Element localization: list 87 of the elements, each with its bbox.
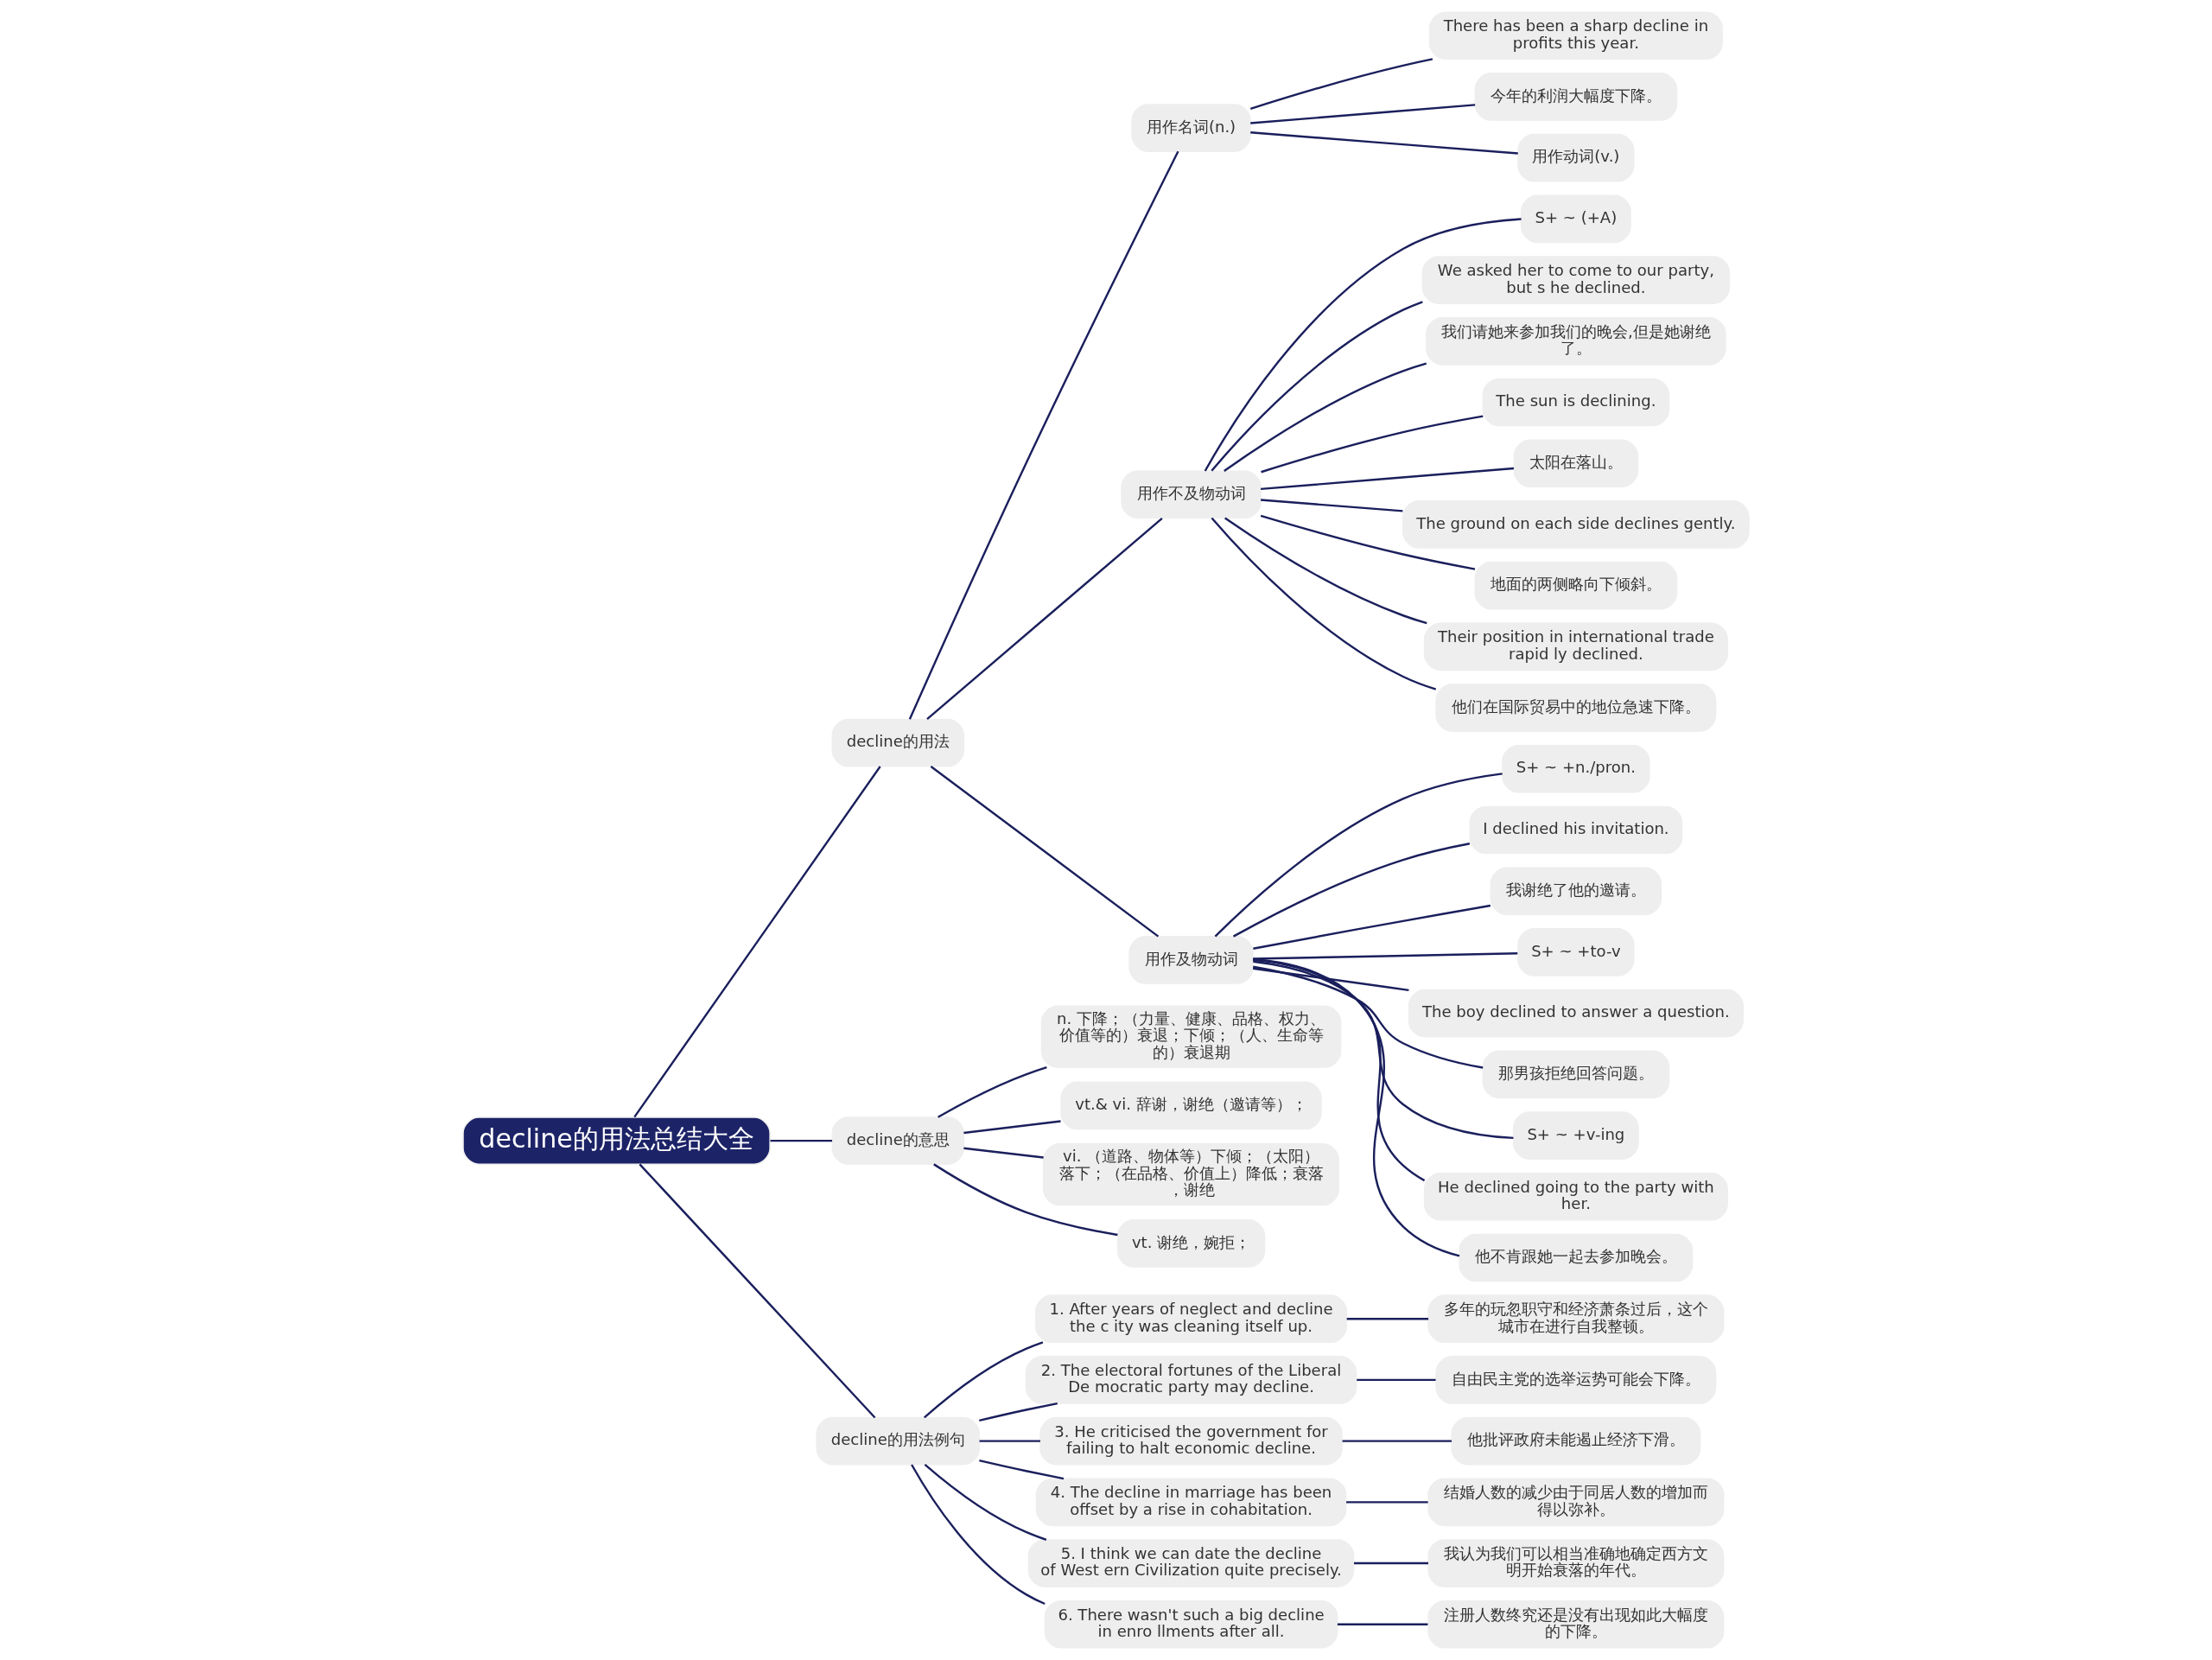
connector <box>908 150 1179 720</box>
connector <box>911 1464 1046 1606</box>
connector <box>1253 965 1484 1069</box>
node-box: We asked her to come to our party, but s he declined. <box>1421 256 1731 304</box>
node-box: vt.& vi. 辞谢，谢绝（邀请等）； <box>1060 1081 1322 1130</box>
connector <box>1204 218 1522 472</box>
node-box: 结婚人数的减少由于同居人数的增加而得以弥补。 <box>1427 1478 1725 1527</box>
node-box: 注册人数终究还是没有出现如此大幅度的下降。 <box>1427 1600 1725 1649</box>
node-box: 我认为我们可以相当准确地确定西方文明开始衰落的年代。 <box>1427 1539 1725 1587</box>
connector <box>1260 514 1476 570</box>
connector <box>1357 1378 1436 1382</box>
connector <box>1250 104 1476 124</box>
connector <box>1211 517 1437 690</box>
connector <box>1346 1318 1429 1320</box>
node-box: decline的用法总结大全 <box>462 1116 771 1165</box>
connector <box>1261 415 1484 474</box>
connector <box>1252 958 1426 1182</box>
node-box: 用作不及物动词 <box>1121 470 1262 519</box>
connector <box>963 1120 1061 1135</box>
connector <box>979 1402 1058 1422</box>
node-box: He declined going to the party with her. <box>1423 1172 1728 1221</box>
connector <box>1253 967 1409 992</box>
connector <box>1346 1501 1428 1504</box>
node-box: 用作名词(n.) <box>1131 104 1251 152</box>
node-box: 1. After years of neglect and decline the c ity was cleaning itself up. <box>1035 1294 1348 1344</box>
connector <box>1354 1561 1428 1565</box>
connector <box>1211 301 1423 472</box>
node-box: 自由民主党的选举运势可能会下降。 <box>1435 1356 1717 1404</box>
node-box: The boy declined to answer a question. <box>1408 989 1744 1038</box>
connector <box>1224 362 1427 473</box>
node-box: S+ ~ +to-v <box>1517 928 1635 976</box>
node-box: The ground on each side declines gently. <box>1402 500 1750 549</box>
node-box: 2. The electoral fortunes of the Liberal De mocratic party may decline. <box>1025 1356 1357 1404</box>
connector <box>639 1163 876 1419</box>
node-box: n. 下降；（力量、健康、品格、权力、价值等的）衰退；下倾；（人、生命等的）衰退期 <box>1040 1005 1342 1068</box>
node-box: decline的用法例句 <box>816 1416 981 1466</box>
connector <box>1232 843 1471 938</box>
node-box: 用作及物动词 <box>1128 936 1254 984</box>
connector <box>633 766 881 1118</box>
connector <box>1261 499 1403 512</box>
connector <box>770 1139 833 1142</box>
connector <box>924 1464 1047 1541</box>
node-box: The sun is declining. <box>1482 378 1670 427</box>
node-box: vt. 谢绝，婉拒； <box>1116 1219 1266 1268</box>
connector <box>1253 960 1514 1140</box>
connector <box>979 1440 1040 1442</box>
connector <box>963 1147 1044 1159</box>
node-box: vi. （道路、物体等）下倾；（太阳）落下；（在品格、价值上）降低；衰落，谢绝 <box>1043 1143 1340 1206</box>
node-box: There has been a sharp decline in profits this year. <box>1428 11 1723 60</box>
node-box: 我们请她来参加我们的晚会,但是她谢绝了。 <box>1426 316 1726 366</box>
node-box: 他批评政府未能遏止经济下滑。 <box>1451 1416 1701 1466</box>
connector <box>923 1341 1044 1419</box>
connector <box>1342 1440 1452 1442</box>
connector <box>1224 517 1427 625</box>
node-box: 用作动词(v.) <box>1517 133 1635 182</box>
node-box: decline的意思 <box>831 1116 964 1165</box>
connector <box>1214 773 1503 938</box>
connector <box>933 1163 1118 1237</box>
node-box: 5. I think we can date the decline of West ern Civilization quite precisely. <box>1027 1539 1355 1587</box>
node-box: Their position in international trade rapid ly declined. <box>1423 622 1728 671</box>
connector <box>1337 1623 1428 1625</box>
node-box: 太阳在落山。 <box>1513 439 1639 488</box>
connector <box>938 1066 1047 1118</box>
connector <box>1253 904 1491 950</box>
node-box: S+ ~ +n./pron. <box>1502 744 1650 793</box>
node-box: 6. There wasn't such a big decline in enro llments after all. <box>1044 1600 1338 1649</box>
node-box: 他们在国际贸易中的地位急速下降。 <box>1435 684 1717 732</box>
node-box: decline的用法 <box>831 718 964 767</box>
node-box: 多年的玩忽职守和经济萧条过后，这个城市在进行自我整顿。 <box>1427 1294 1725 1344</box>
connector <box>1250 131 1518 155</box>
connector <box>1253 952 1518 960</box>
connector <box>1253 957 1460 1257</box>
connector <box>1249 58 1433 110</box>
connector <box>1261 467 1515 491</box>
connector <box>930 766 1160 938</box>
connector <box>979 1459 1065 1480</box>
connector <box>926 517 1163 721</box>
node-box: S+ ~ (+A) <box>1520 194 1631 244</box>
node-box: 他不肯跟她一起去参加晚会。 <box>1459 1233 1694 1282</box>
node-box: 地面的两侧略向下倾斜。 <box>1474 561 1678 610</box>
node-box: 3. He criticised the government for failing to halt economic decline. <box>1039 1416 1343 1466</box>
node-box: 那男孩拒绝回答问题。 <box>1482 1050 1670 1099</box>
node-box: 我谢绝了他的邀请。 <box>1490 867 1662 916</box>
node-box: 4. The decline in marriage has been offset by a rise in cohabitation. <box>1035 1478 1347 1527</box>
node-box: S+ ~ +v-ing <box>1512 1111 1639 1160</box>
node-box: I declined his invitation. <box>1469 805 1683 855</box>
node-box: 今年的利润大幅度下降。 <box>1474 73 1678 121</box>
